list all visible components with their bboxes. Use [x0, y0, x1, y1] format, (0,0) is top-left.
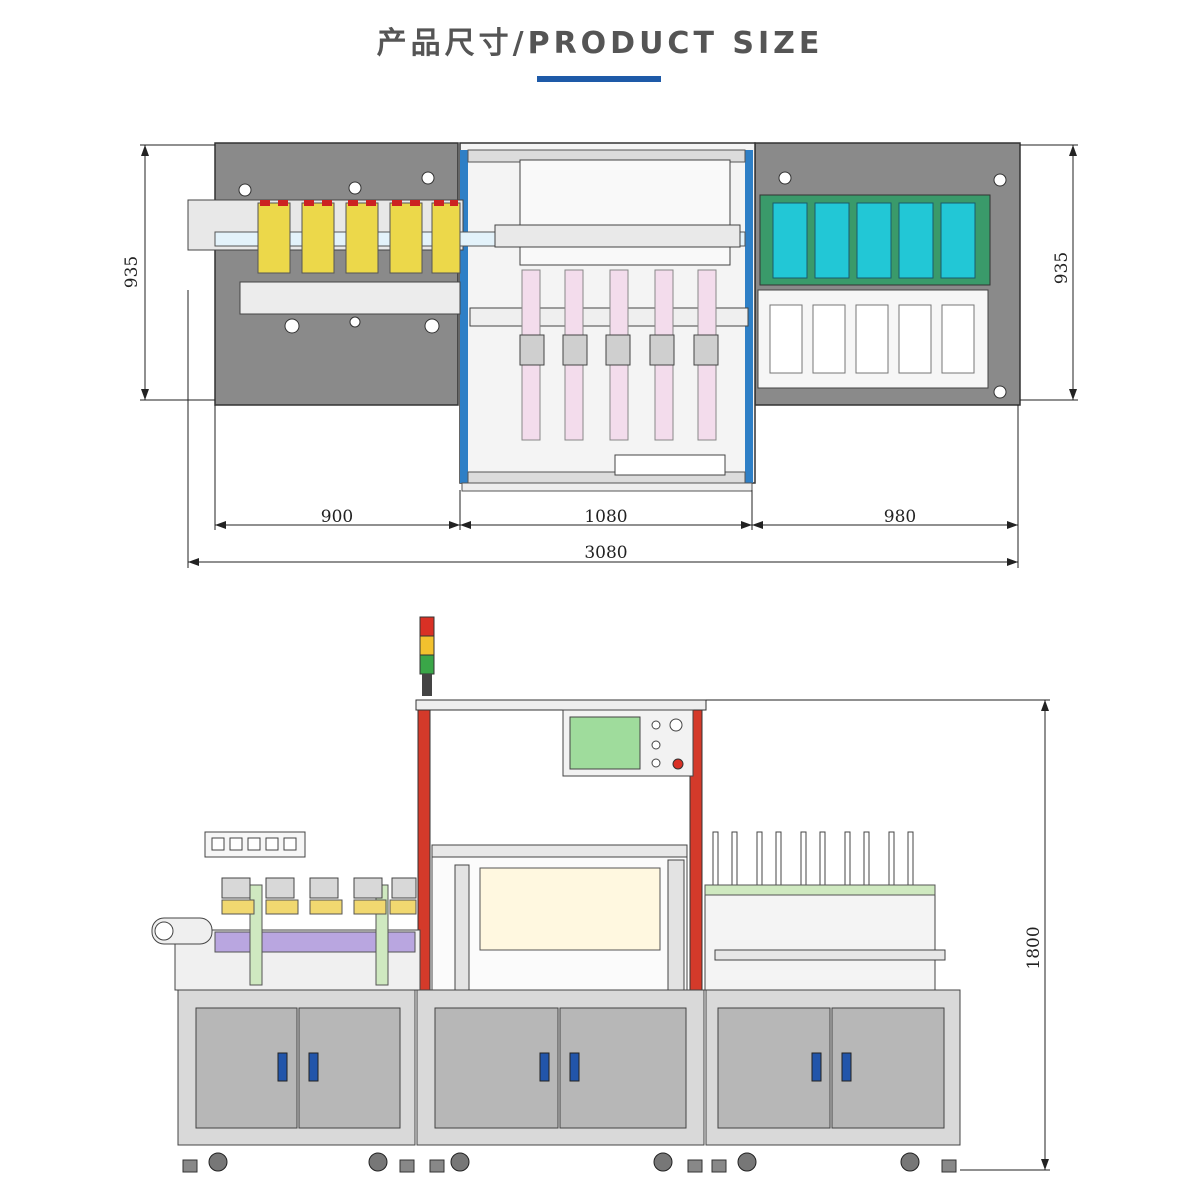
center-station-top [431, 844, 688, 858]
height-dimension-arrows [1041, 700, 1049, 1170]
yellow-mold [345, 202, 379, 274]
left-module-plate [214, 142, 459, 406]
door-handles [277, 1052, 852, 1082]
center-left-blue-rail [460, 150, 468, 483]
center-base [461, 482, 753, 492]
dim-section-2: 1080 [584, 507, 627, 527]
center-right-blue-rail [745, 150, 753, 483]
top-beam [415, 699, 707, 711]
signal-light-base [422, 674, 432, 696]
plate-holes [238, 171, 1007, 399]
left-module-lower-strip [239, 281, 461, 315]
panel-buttons [651, 718, 683, 768]
right-station-base [704, 892, 936, 991]
right-lower-cells [769, 304, 975, 374]
dim-total-length: 3080 [584, 543, 627, 563]
front-view: 1800 [151, 616, 1050, 1173]
dim-height-left: 935 [122, 256, 142, 288]
cabinet-doors [195, 1007, 945, 1129]
top-view: 935 935 900 1080 980 3080 [122, 142, 1078, 568]
dimension-arrows [141, 145, 1077, 566]
yellow-molds [257, 202, 461, 274]
center-pressers [519, 334, 719, 366]
dim-height-right: 935 [1052, 252, 1072, 284]
signal-light-red [419, 616, 435, 637]
dim-height: 1800 [1024, 926, 1044, 969]
center-lower-slot [614, 454, 726, 476]
right-station-rods [712, 831, 914, 895]
right-station-rail [714, 949, 946, 961]
dim-section-1: 900 [321, 507, 353, 527]
yellow-heads [221, 899, 417, 915]
signal-light-green [419, 654, 435, 675]
caster-wheels [208, 1152, 920, 1172]
page-title: 产品尺寸/PRODUCT SIZE [376, 26, 824, 61]
yellow-mold [257, 202, 291, 274]
signal-light-yellow [419, 635, 435, 656]
center-station-post [454, 864, 470, 991]
center-gantry [519, 159, 731, 266]
touch-screen [569, 716, 641, 770]
purple-molds [214, 931, 416, 953]
right-station-tray [704, 884, 936, 896]
dim-section-3: 980 [884, 507, 916, 527]
leveling-feet [182, 1159, 957, 1173]
title-underline [537, 76, 661, 82]
emergency-stop-button [672, 758, 684, 770]
height-dimension-lines [706, 699, 1050, 1171]
yellow-mold [301, 202, 335, 274]
yellow-mold [431, 202, 461, 274]
center-station-mechanism [479, 867, 661, 951]
station-blocks [221, 877, 417, 899]
yellow-mold [389, 202, 423, 274]
feed-roller [154, 921, 174, 941]
center-station-column [667, 859, 685, 991]
counter-digits [211, 837, 297, 851]
center-gantry-beam [494, 224, 741, 248]
cyan-molds [772, 202, 976, 279]
dimension-lines [140, 144, 1078, 568]
